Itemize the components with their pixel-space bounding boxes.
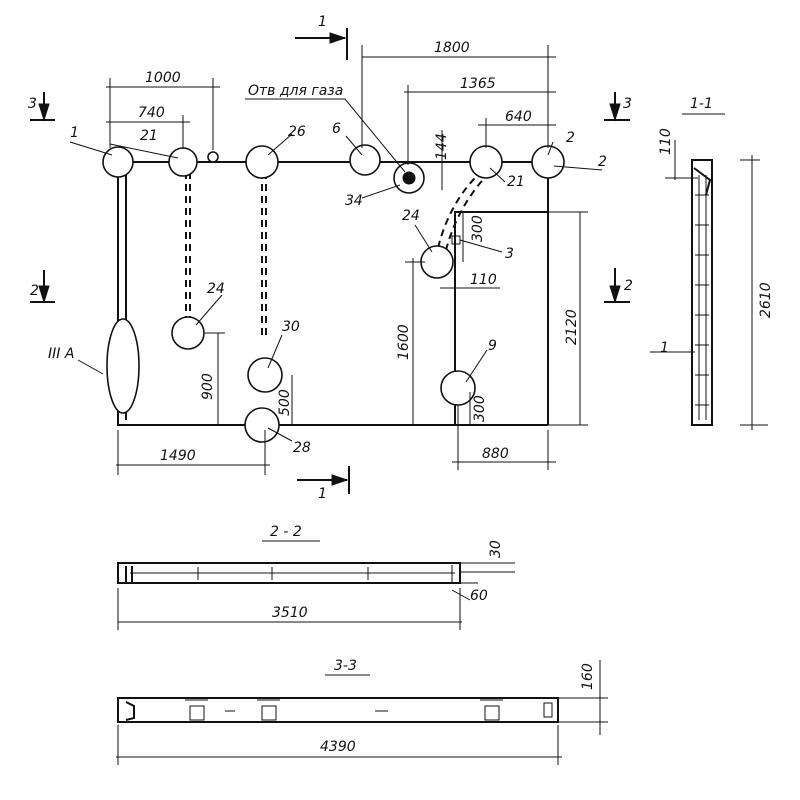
- cut-1-bottom: 1: [297, 466, 350, 502]
- dim-2120: 2120: [564, 309, 580, 345]
- section-2-2: 2 - 2 30 60 3510: [117, 524, 515, 630]
- opening-26: [245, 145, 279, 179]
- callout-2a: 2: [566, 130, 575, 146]
- dim-60: 60: [470, 588, 488, 604]
- dim-1490: 1490: [160, 448, 196, 464]
- dim-2610: 2610: [758, 282, 774, 318]
- dim-144: 144: [434, 133, 450, 160]
- dim-1800: 1800: [434, 40, 470, 56]
- cut-2-left: 2: [30, 270, 55, 304]
- section-1-1-dims: [665, 140, 768, 430]
- callout-9: 9: [488, 338, 497, 354]
- opening-2: [531, 145, 565, 179]
- callout-1-s11: 1: [660, 340, 669, 356]
- dim-1600: 1600: [396, 324, 412, 360]
- section-2-2-title: 2 - 2: [270, 524, 302, 540]
- section-3-3-left-end: [125, 701, 135, 721]
- loop-small: [207, 151, 219, 163]
- section-1-1-title: 1-1: [690, 96, 713, 112]
- section-2-2-dims: [117, 562, 515, 630]
- cut-1-top: 1: [295, 14, 348, 60]
- gas-opening-core: [402, 171, 416, 185]
- gas-leader: [245, 98, 406, 173]
- dim-640: 640: [505, 109, 532, 125]
- dim-880: 880: [482, 446, 509, 462]
- opening-21b: [469, 145, 503, 179]
- opening-1: [102, 146, 134, 178]
- cut-label: 2: [624, 278, 633, 294]
- detail-label: III A: [48, 346, 74, 362]
- callout-leaders: [69, 133, 695, 442]
- section-2-2-end: [125, 566, 133, 582]
- dim-110: 110: [658, 128, 674, 155]
- dim-3510: 3510: [272, 605, 308, 621]
- section-3-3-dims: [116, 660, 608, 765]
- callout-28: 28: [293, 440, 311, 456]
- callout-1: 1: [70, 125, 79, 141]
- section-3-3-title: 3-3: [334, 658, 357, 674]
- opening-21: [168, 147, 198, 177]
- section-2-2-ties: [197, 565, 453, 582]
- opening-28: [244, 407, 280, 443]
- section-3-3-body: [117, 697, 559, 723]
- callout-2b: 2: [598, 154, 607, 170]
- dim-1365: 1365: [460, 76, 496, 92]
- section-3-3-inserts: [185, 699, 503, 721]
- callout-6: 6: [332, 121, 341, 137]
- callout-24-top: 24: [402, 208, 420, 224]
- cut-label: 3: [623, 96, 632, 112]
- dim-110: 110: [470, 272, 497, 288]
- opening-30: [247, 357, 283, 393]
- gas-note: Отв для газа: [248, 83, 343, 99]
- cut-3-left: 3: [28, 92, 55, 122]
- section-3-3-right-end: [543, 702, 553, 718]
- section-1-1-body: [691, 159, 713, 426]
- callout-26: 26: [288, 124, 306, 140]
- dim-300: 300: [470, 215, 486, 242]
- section-1-1: 1-1 110 2610 1: [658, 96, 774, 430]
- plan-dimension-lines: [106, 45, 588, 475]
- callout-21b: 21: [507, 174, 525, 190]
- callout-30: 30: [282, 319, 300, 335]
- section-1-1-hook: [693, 167, 712, 196]
- dim-500: 500: [277, 389, 293, 416]
- section-2-2-body: [117, 562, 461, 584]
- dim-160: 160: [580, 663, 596, 690]
- cut-2-right: 2: [604, 268, 633, 304]
- cut-3-right: 3: [604, 92, 632, 122]
- opening-6: [349, 144, 381, 176]
- cut-label: 3: [28, 96, 37, 112]
- dim-30: 30: [488, 540, 504, 558]
- dim-1000: 1000: [145, 70, 181, 86]
- cut-label: 2: [30, 283, 39, 299]
- dim-740: 740: [138, 105, 165, 121]
- dim-4390: 4390: [320, 739, 356, 755]
- cut-label: 1: [318, 486, 327, 502]
- dim-900: 900: [200, 373, 216, 400]
- dim-300b: 300: [472, 395, 488, 422]
- callout-3: 3: [505, 246, 514, 262]
- callout-34: 34: [345, 193, 363, 209]
- panel-outline: [117, 161, 549, 426]
- cut-label: 1: [318, 14, 327, 30]
- section-1-1-ties: [695, 194, 709, 406]
- opening-24b: [420, 245, 454, 279]
- detail-IIIA: [106, 318, 140, 414]
- section-3-3: 3-3 160 4390: [116, 658, 608, 765]
- callout-24: 24: [207, 281, 225, 297]
- plan-view: 1 1 3 3 2 2: [28, 14, 695, 502]
- callout-21: 21: [140, 128, 158, 144]
